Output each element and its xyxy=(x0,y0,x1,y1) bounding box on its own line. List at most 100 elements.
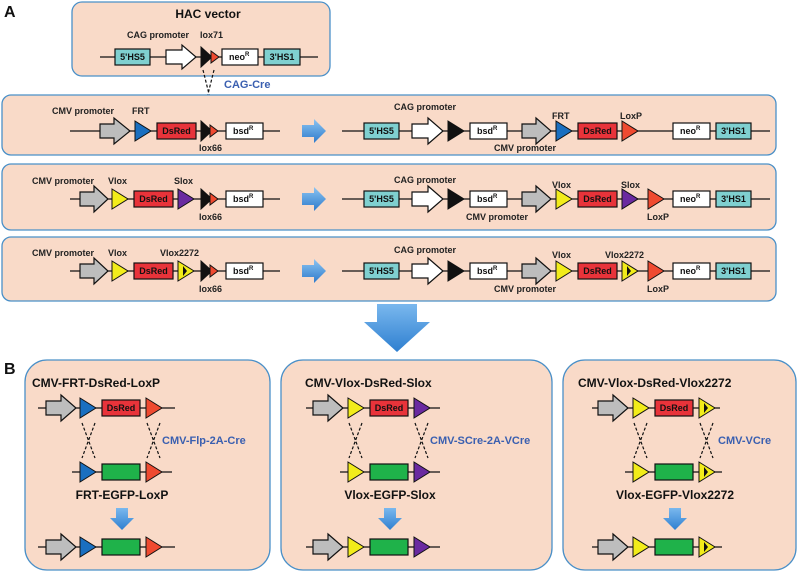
vlox-site xyxy=(347,536,365,558)
result-5hs5-box xyxy=(363,122,400,140)
row-vlox-vlox2272-result-vlox-label: Vlox xyxy=(552,250,571,260)
result-cmv-promoter-arrow xyxy=(521,116,552,146)
hac-lox71-label: lox71 xyxy=(200,30,223,40)
result-frt-site xyxy=(555,120,573,142)
result-lox-black-site xyxy=(447,188,465,210)
row-vlox-slox-result-loxp-label: LoxP xyxy=(647,212,669,222)
row-vlox-slox-construct: CMV promoter Vlox Slox DsRed lox66 bsdR … xyxy=(1,163,777,231)
result-lox-black-site xyxy=(447,260,465,282)
row-vlox-vlox2272-result-cag-promoter-label: CAG promoter xyxy=(394,245,457,255)
egfp-box xyxy=(101,538,141,556)
row-frt-result-frt-label: FRT xyxy=(552,111,570,121)
dsred-box xyxy=(133,262,174,280)
result-neo-box xyxy=(672,190,711,208)
row-frt-lox66-label: lox66 xyxy=(199,143,222,153)
vlox-site xyxy=(347,397,365,419)
slox-site xyxy=(413,461,431,483)
bsd-box xyxy=(225,262,264,280)
lox66-black-site xyxy=(200,119,213,143)
panel-b-box-vlox-slox: CMV-Vlox-DsRed-Slox DsRed CMV-SCre-2A-VC… xyxy=(280,359,553,571)
hac-neo-label: neoR xyxy=(229,52,250,62)
cmv-promoter-arrow xyxy=(597,393,629,423)
panel-b-box-vlox-vlox2272: CMV-Vlox-DsRed-Vlox2272 DsRed CMV-VCre V… xyxy=(562,359,797,571)
result-3hs1-box xyxy=(715,122,752,140)
box-vlox-vlox2272-title: CMV-Vlox-DsRed-Vlox2272 xyxy=(578,376,732,390)
box-frt-loxp-product-label: FRT-EGFP-LoxP xyxy=(76,488,169,502)
cmv-promoter-arrow xyxy=(79,256,109,286)
hac-lox71-site xyxy=(200,45,213,69)
row-vlox-vlox2272-result-loxp-label: LoxP xyxy=(647,284,669,294)
dsred-label: DsRed xyxy=(660,403,689,413)
result-loxp-site xyxy=(647,188,665,210)
result-dsred-label: DsRed xyxy=(583,266,612,276)
result-neo-label: neoR xyxy=(680,266,701,276)
result-5hs5-label: 5'HS5 xyxy=(369,126,394,136)
result-dsred-box xyxy=(577,262,618,280)
frt-site xyxy=(79,461,97,483)
dsred-label: DsRed xyxy=(139,194,168,204)
panel-b-box-frt-loxp: CMV-FRT-DsRed-LoxP DsRed CMV-Flp-2A-Cre … xyxy=(24,359,271,571)
result-dsred-box xyxy=(577,190,618,208)
row-vlox-slox-lox66-label: lox66 xyxy=(199,212,222,222)
result-dsred-label: DsRed xyxy=(583,126,612,136)
result-neo-label: neoR xyxy=(680,126,701,136)
box-vlox-slox-title: CMV-Vlox-DsRed-Slox xyxy=(305,376,432,390)
frt-site xyxy=(79,397,97,419)
lox66-red-site xyxy=(209,124,219,138)
row-frt-result-cmv-promoter-label: CMV promoter xyxy=(494,143,557,153)
egfp-box xyxy=(369,463,409,481)
vlox-site xyxy=(111,260,129,282)
cmv-promoter-arrow xyxy=(45,532,77,562)
row-frt-cmv-promoter-label: CMV promoter xyxy=(52,106,115,116)
dsred-box xyxy=(156,122,197,140)
result-cmv-promoter-arrow xyxy=(521,256,552,286)
result-dsred-label: DsRed xyxy=(583,194,612,204)
result-neo-box xyxy=(672,262,711,280)
hac-cag-promoter-label: CAG promoter xyxy=(127,30,190,40)
hac-vector-title: HAC vector xyxy=(175,7,241,21)
result-3hs1-label: 3'HS1 xyxy=(721,126,746,136)
row-vlox-slox-cmv-promoter-label: CMV promoter xyxy=(32,176,95,186)
dsred-label: DsRed xyxy=(107,403,136,413)
vlox2272-mark-icon xyxy=(704,403,708,413)
lox66-red-site xyxy=(209,264,219,278)
loxp-site xyxy=(145,397,163,419)
result-cag-promoter-arrow xyxy=(411,256,444,286)
box-vlox-slox-enzyme-label: CMV-SCre-2A-VCre xyxy=(430,435,530,447)
hac-neo-box xyxy=(221,48,259,66)
egfp-box xyxy=(654,538,694,556)
hac-5hs5-label: 5'HS5 xyxy=(120,52,145,62)
frt-site xyxy=(79,536,97,558)
vlox-site xyxy=(111,188,129,210)
cmv-promoter-arrow xyxy=(312,393,344,423)
result-cag-promoter-arrow xyxy=(411,184,444,214)
dsred-box xyxy=(654,399,694,417)
result-lox-black-site xyxy=(447,120,465,142)
row-vlox-vlox2272-cmv-promoter-label: CMV promoter xyxy=(32,248,95,258)
cmv-promoter-arrow xyxy=(79,184,109,214)
result-neo-label: neoR xyxy=(680,194,701,204)
result-loxp-site xyxy=(621,120,639,142)
hac-3hs1-box xyxy=(263,48,301,66)
row-vlox-vlox2272-vlox2272-label: Vlox2272 xyxy=(160,248,199,258)
dsred-label: DsRed xyxy=(162,126,191,136)
result-5hs5-box xyxy=(363,190,400,208)
box-vlox-vlox2272-enzyme-label: CMV-VCre xyxy=(718,435,771,447)
lox66-red-site xyxy=(209,192,219,206)
row-vlox-vlox2272-lox66-label: lox66 xyxy=(199,284,222,294)
panel-a-label: A xyxy=(4,4,16,21)
vlox-site xyxy=(632,536,650,558)
row-frt-construct: CMV promoter FRT DsRed lox66 bsdR CAG pr… xyxy=(1,94,777,156)
loxp-site xyxy=(145,461,163,483)
box-frt-loxp-title: CMV-FRT-DsRed-LoxP xyxy=(32,376,160,390)
slox-site xyxy=(413,536,431,558)
egfp-box xyxy=(101,463,141,481)
row-vlox-slox-result-slox-label: Slox xyxy=(621,180,640,190)
row-vlox-vlox2272-recombination-arrow xyxy=(302,259,326,283)
lox66-black-site xyxy=(200,187,213,211)
hac-cag-promoter-arrow xyxy=(165,43,197,71)
result-bsd-box xyxy=(469,122,508,140)
hac-lox71-red-site xyxy=(210,50,220,64)
box-frt-loxp-enzyme-label: CMV-Flp-2A-Cre xyxy=(162,435,246,447)
